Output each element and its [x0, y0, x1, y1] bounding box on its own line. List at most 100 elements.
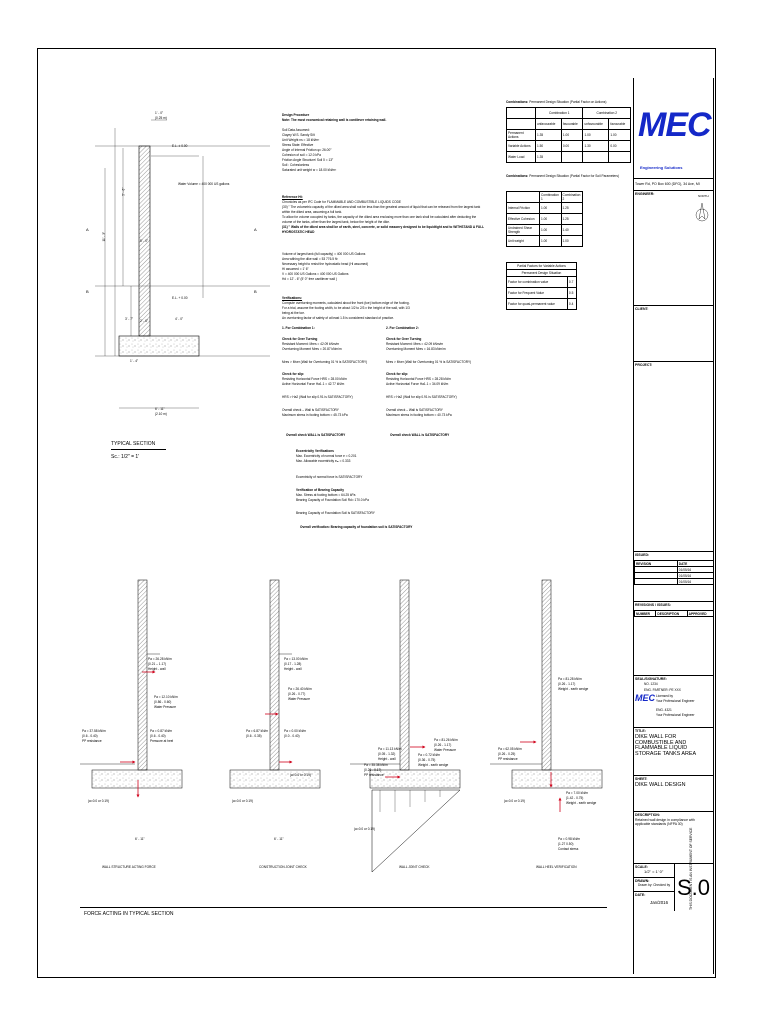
diagram-caption: CONSTRUCTION JOINT CHECK — [259, 865, 307, 869]
drawn-row: DRAWN: Drawn by: Checked by — [634, 877, 674, 891]
client-label: CLIENT: — [635, 307, 649, 311]
seal-line: NO. 1234 — [644, 682, 658, 686]
force-label: (a=0.0 or 0.19) — [504, 799, 525, 803]
soil-line: Angle of Internal Friction φ= 26.00° — [282, 148, 332, 152]
dim-key: 1' - 4" — [130, 359, 139, 363]
dim-footing-width: 6' - 11" — [155, 407, 165, 411]
force-label: (0.17 - 1.28) — [284, 662, 302, 666]
water-volume-label: Water Volume = 400 000 US gallons — [178, 182, 230, 186]
diagram-2-labels: Pa = 13.00 kN/m (0.17 - 1.28) Height - w… — [224, 572, 354, 872]
bearing-line: Bearing Capacity of Foundation Soil Rd= … — [296, 498, 369, 502]
force-label: (0.36 - 0.75) — [418, 758, 436, 762]
verification-line: For a trial, assume the footing width, t… — [282, 306, 410, 310]
combo2-line: Overturning Moment Mres = 16.83 kNm/m — [386, 347, 446, 351]
force-label: Pressure at heel — [150, 739, 174, 743]
description-text: Retained wall design in compliance with … — [635, 818, 695, 826]
table-cell: 1.35 — [535, 129, 562, 141]
table-cell: Permanent Design Situation — [506, 269, 577, 277]
table-cell: 1.00 — [582, 129, 610, 141]
typical-section-drawing — [95, 119, 270, 409]
soil-line: Stress State: Effective — [282, 143, 314, 147]
volume-line: V = 400 000 US Gallons = 400 000 US Gall… — [282, 272, 349, 276]
diagram-3-labels: Pa = 11.13 kN/m (0.05 - 1.32) Height - w… — [354, 572, 484, 872]
table-cell: favourable — [560, 118, 584, 130]
seal-row: SEAL/SIGNATURE: NO. 1234 ENG. PARTNER: P… — [634, 675, 714, 727]
force-label: Pa = 0.98 kN/m — [558, 837, 581, 841]
table-cell — [608, 151, 631, 163]
bearing-line: Max. Stress at footing bottom = 64.25 kP… — [296, 493, 356, 497]
table-cell: 1.00 — [539, 235, 562, 247]
drawing-sheet-border — [37, 48, 716, 978]
variable-actions-table: Partial Factors for Variable Actions Per… — [506, 262, 578, 310]
soil-line: Clayey W.S. Sandy Silt — [282, 133, 315, 137]
force-label: (0.6 - 0.35) — [246, 734, 262, 738]
revisions-label: REVISIONS / ISSUES: — [635, 603, 671, 607]
design-procedure-heading: Design Procedure — [282, 113, 310, 117]
volume-line: Area withing the dike wall = 53 776.5 ft… — [282, 257, 338, 261]
reference-line: To allow for volume occupied by tanks, t… — [282, 215, 477, 219]
soil-table-title: Combinations: Permanent Design Situation… — [506, 174, 620, 178]
client-row: CLIENT: — [634, 305, 714, 361]
table-cell: 0.00 — [608, 140, 631, 152]
force-label: Pa = 81.26 kN/m — [434, 738, 458, 742]
project-label: PROJECT: — [635, 363, 653, 367]
table-cell: Variable Actions — [506, 140, 536, 152]
volume-line: Necessary height to resist the hydrostat… — [282, 262, 369, 266]
sheet-label: SHEET: — [635, 777, 648, 781]
drawn-text: Drawn by: Checked by — [638, 883, 671, 887]
sheet-title-row: SHEET: DIKE WALL DESIGN — [634, 775, 714, 811]
combo2-result: Mres > Mver (Wall for Overturning 01 % i… — [386, 360, 472, 364]
reference-line: (30) " The volumetric capacity of the di… — [282, 205, 481, 209]
bearing-heading: Verification of Bearing Capacity — [296, 488, 345, 492]
verifications-heading: Verifications: — [282, 296, 303, 300]
table-cell: Combination 2 — [560, 191, 583, 203]
typical-section-title: TYPICAL SECTION — [111, 441, 156, 447]
table-cell: 1.00 — [560, 235, 583, 247]
logo-area: MEC Engineering Solutions — [634, 78, 714, 178]
reference-heading: Reference Ht: — [282, 195, 303, 199]
project-row: PROJECT: — [634, 361, 714, 551]
engineer-label: ENGINEER: — [635, 192, 655, 196]
force-label: Water Pressure — [154, 705, 177, 709]
scale-row: SCALE: 1/2" = 1' 0" — [634, 863, 674, 877]
force-label: (1.42 - 0.75) — [566, 796, 584, 800]
reference-line: (31) " Walls of the diked area shall be … — [282, 225, 485, 229]
combo1-slip: Check for slip: — [282, 372, 305, 376]
table-cell — [506, 118, 536, 130]
title-block: MEC Engineering Solutions Tower Rd, PO B… — [633, 78, 715, 974]
seal-line: Licensed by — [656, 694, 674, 698]
soil-line: Unit Weight ns = 18 kN/m³ — [282, 138, 320, 142]
dim-left-2: 5' - 0" — [140, 239, 149, 243]
combo2-overturning: Check for Over Turning — [386, 337, 422, 341]
level-bottom: E.L. + 0.00 — [172, 296, 188, 300]
date-row: DATE: Jan/2016 — [634, 891, 674, 911]
force-label: (0.0 - 0.40) — [284, 734, 300, 738]
table-cell: DESCRIPTION — [655, 610, 688, 617]
soil-title: Permanent Design Situation (Partial Fact… — [529, 174, 620, 178]
force-label: Pa = 12.10 kN/m — [154, 695, 178, 699]
vertical-strip — [713, 78, 714, 974]
combo2-line: Overall check – Wall is SATISFACTORY — [386, 408, 443, 412]
section-a-left: A — [86, 227, 89, 232]
combo1-heading: 1. For Combination 1: — [282, 326, 315, 330]
force-label: (a=0.0 or 0.19) — [354, 827, 375, 831]
combo1-overturning: Check for Over Turning — [282, 337, 318, 341]
force-label: Pa = 26.40 kN/m — [288, 687, 312, 691]
diagram-wall-structure — [80, 579, 183, 798]
typical-section-scale: Sc.: 1/2" = 1' — [111, 454, 140, 460]
combo2-overall: Overall check WALL is SATISFACTORY — [390, 433, 450, 437]
force-label: (0.86 - 0.60) — [154, 700, 172, 704]
combo2-result: HRS > Ha2 (Wall for slip 0.91 is SATISFA… — [386, 395, 457, 399]
soil-line: Cohesion of soil = 12.0 kPa — [282, 153, 321, 157]
table-cell: 1.50 — [535, 140, 562, 152]
table-cell: 0.4 — [566, 298, 578, 310]
table-row: Undrained Shear Strength 1.00 1.40 — [506, 224, 583, 236]
verification-line: An overturning factor of safety of at le… — [282, 316, 394, 320]
table-cell: 1.40 — [560, 224, 583, 236]
table-cell: 1.35 — [535, 151, 562, 163]
table-row: Unit weight 1.00 1.00 — [506, 235, 583, 247]
section-b-left: B — [86, 289, 89, 294]
force-label: Contact stress — [558, 847, 579, 851]
